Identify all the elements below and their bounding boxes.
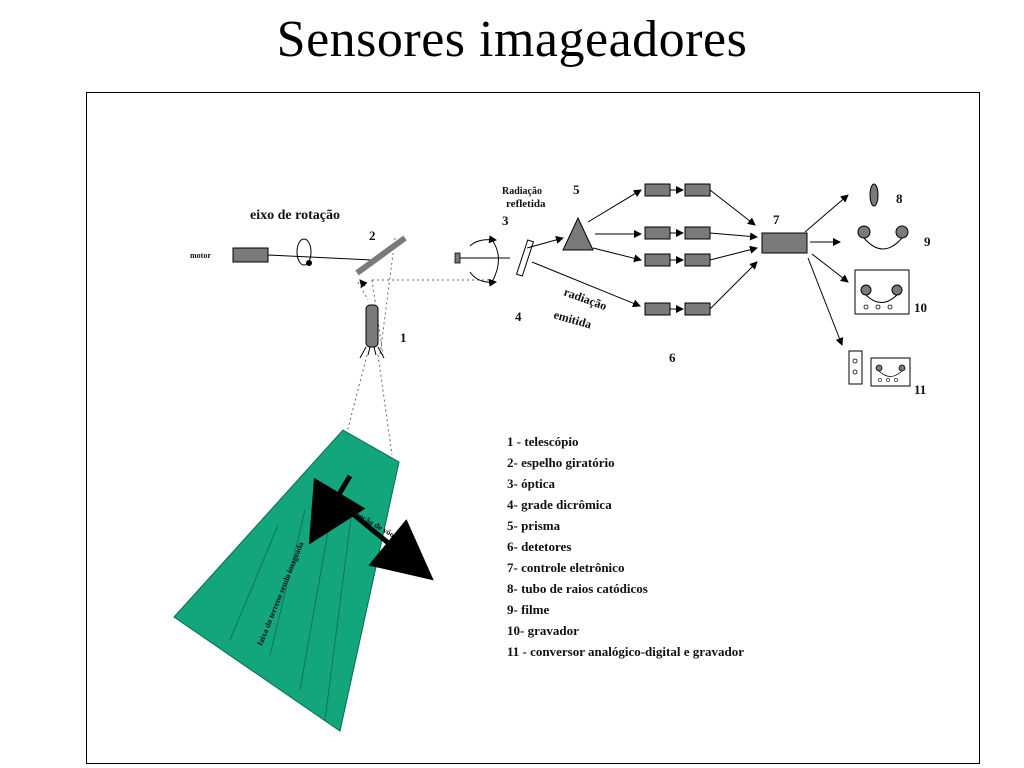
motor-label: motor: [190, 251, 211, 260]
adc-recorder: [848, 350, 911, 387]
emitted-label-2: emitida: [552, 307, 593, 331]
motor-assembly: [232, 238, 373, 266]
number-7: 7: [773, 212, 780, 227]
number-8: 8: [896, 191, 903, 206]
signal-paths: [526, 189, 642, 308]
number-9: 9: [924, 234, 931, 249]
motor-block: [232, 247, 269, 263]
number-6: 6: [669, 350, 676, 365]
number-4: 4: [515, 309, 522, 324]
legend-item: 8- tubo de raios catódicos: [507, 581, 648, 596]
legend-item: 10- gravador: [507, 623, 579, 638]
diagram-frame: [86, 92, 980, 764]
legend-item: 4- grade dicrômica: [507, 497, 612, 512]
electronic-control: [761, 232, 808, 254]
crt-tube: [869, 183, 879, 207]
rotating-mirror: [355, 235, 407, 276]
recorder: [854, 269, 910, 315]
number-11: 11: [914, 382, 926, 397]
legend-item: 7- controle eletrônico: [507, 560, 624, 575]
legend-item: 6- detetores: [507, 539, 571, 554]
legend-item: 3- óptica: [507, 476, 556, 491]
legend-item: 5- prisma: [507, 518, 561, 533]
dichroic-grating: [515, 239, 535, 277]
legend-item: 1 - telescópio: [507, 434, 578, 449]
reflected-label-1: Radiação: [502, 186, 542, 197]
legend-item: 2- espelho giratório: [507, 455, 615, 470]
reflected-label-2: refletida: [506, 198, 546, 210]
prism: [562, 216, 594, 251]
page-title: Sensores imageadores: [276, 11, 748, 68]
film: [857, 225, 909, 250]
legend-item: 9- filme: [507, 602, 549, 617]
number-3: 3: [502, 213, 509, 228]
view-lines: [344, 237, 492, 456]
rotation-loop: [296, 238, 312, 266]
legend-item: 11 - conversor analógico-digital e grava…: [507, 644, 744, 659]
rotation-axis-label: eixo de rotação: [250, 208, 340, 223]
detectors: [644, 183, 711, 316]
scan-direction-arrow: [308, 474, 366, 545]
number-2: 2: [369, 228, 376, 243]
number-1: 1: [400, 330, 407, 345]
telescope: [359, 304, 385, 359]
optics: [454, 235, 510, 287]
legend: 1 - telescópio 2- espelho giratório 3- ó…: [507, 434, 744, 659]
number-5: 5: [573, 182, 580, 197]
emitted-label-1: radiação: [562, 285, 609, 313]
number-10: 10: [914, 300, 927, 315]
